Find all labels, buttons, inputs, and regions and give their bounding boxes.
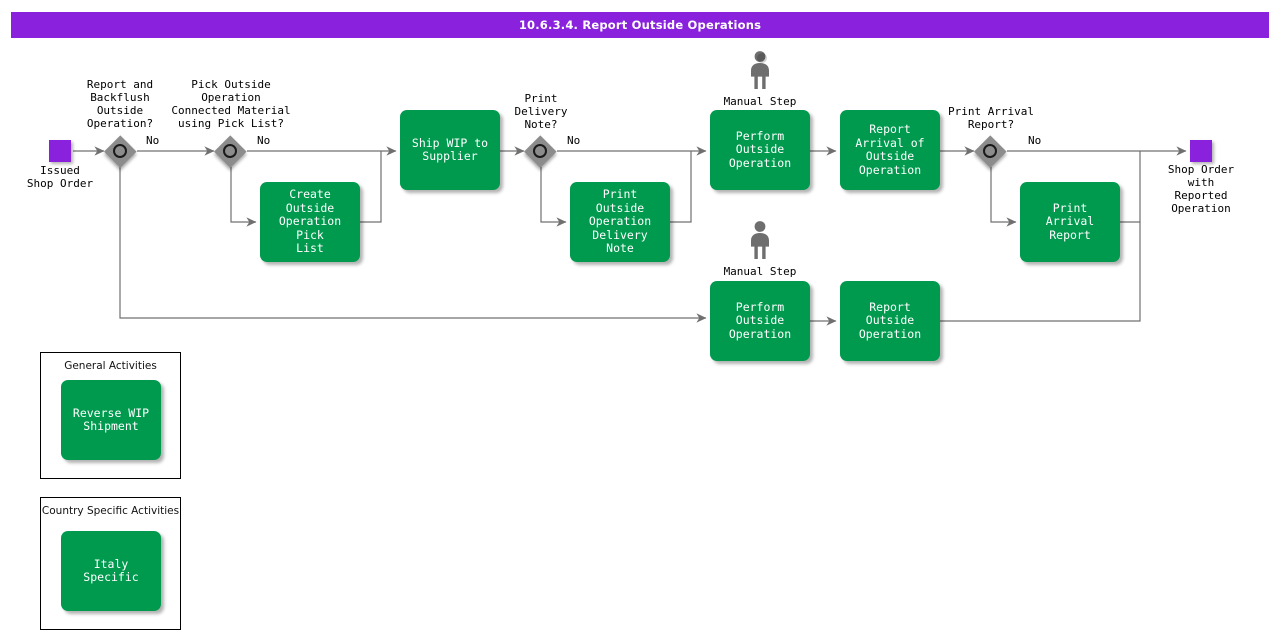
task-perform-outside-operation-bottom[interactable]: Perform Outside Operation — [710, 281, 810, 361]
end-event-label-line4: Operation — [1171, 202, 1231, 215]
task-line: Operation — [728, 326, 792, 341]
task-line: Operation — [588, 214, 652, 229]
page-title-bar: 10.6.3.4. Report Outside Operations — [11, 12, 1269, 38]
end-event-label: Shop Order with Reported Operation — [1145, 163, 1257, 215]
task-line: Operation — [858, 326, 922, 341]
legend-item-reverse-wip-shipment[interactable]: Reverse WIP Shipment — [61, 380, 161, 460]
task-line: Outside — [865, 149, 915, 163]
end-event-label-line1: Shop Order — [1167, 163, 1235, 176]
gateway-pick-outside-operation-question: Pick Outside Operation Connected Materia… — [160, 78, 302, 130]
task-line: Delivery Note — [592, 227, 648, 256]
start-event-label: Issued Shop Order — [10, 164, 110, 190]
manual-step-top-label: Manual Step — [723, 95, 797, 108]
gateway-1-edge-label-no: No — [146, 134, 160, 147]
manual-step-person-icon — [747, 50, 773, 90]
end-event-label-line3: Reported — [1174, 189, 1228, 202]
legend-general-activities-caption: General Activities — [64, 360, 157, 372]
gateway-print-delivery-note-question: Print Delivery Note? — [498, 92, 584, 131]
gateway-pick-outside-operation-connected-material[interactable] — [214, 135, 246, 167]
gw4-q-line1: Print Arrival — [947, 105, 1035, 118]
legend-item-line: Shipment — [83, 419, 139, 433]
gw2-q-line4: using Pick List? — [178, 117, 284, 130]
task-line: Print Arrival — [1045, 200, 1095, 229]
task-line: Operation — [858, 162, 922, 177]
task-print-arrival-report[interactable]: Print Arrival Report — [1020, 182, 1120, 262]
gateway-3-edge-label-no: No — [567, 134, 581, 147]
end-event-label-line2: with — [1187, 176, 1215, 189]
task-print-outside-operation-delivery-note[interactable]: Print Outside Operation Delivery Note — [570, 182, 670, 262]
task-report-outside-operation[interactable]: Report Outside Operation — [840, 281, 940, 361]
legend-country-specific-activities: Country Specific Activities Italy Specif… — [40, 497, 181, 630]
manual-step-person-icon — [747, 220, 773, 260]
gw2-q-line3: Connected Material — [171, 104, 291, 117]
gateway-2-edge-label-no: No — [257, 134, 271, 147]
task-line: Perform Outside — [735, 299, 785, 328]
gw1-q-line2: Backflush — [90, 91, 150, 104]
gw4-q-line2: Report? — [967, 118, 1015, 131]
task-line: Perform Outside — [735, 128, 785, 157]
gw1-q-line4: Operation? — [86, 117, 154, 130]
legend-country-specific-activities-caption: Country Specific Activities — [41, 505, 180, 517]
gw2-q-line1: Pick Outside — [191, 78, 271, 91]
gateway-ring-icon — [983, 144, 997, 158]
task-create-outside-operation-pick-list[interactable]: Create Outside Operation Pick List — [260, 182, 360, 262]
legend-item-line: Italy Specific — [83, 556, 139, 584]
task-line: List — [296, 241, 324, 256]
gateway-print-delivery-note[interactable] — [524, 135, 556, 167]
gw1-q-line3: Outside — [96, 104, 144, 117]
gw1-q-line1: Report and — [86, 78, 154, 91]
legend-item-italy-specific[interactable]: Italy Specific — [61, 531, 161, 611]
task-line: Print Outside — [595, 187, 645, 215]
gateway-report-backflush-question: Report and Backflush Outside Operation? — [59, 78, 181, 130]
gateway-ring-icon — [533, 144, 547, 158]
gateway-report-backflush-outside-operation[interactable] — [104, 135, 136, 167]
task-line: Operation — [728, 155, 792, 170]
gw3-q-line1: Print — [524, 92, 558, 105]
page-title: 10.6.3.4. Report Outside Operations — [518, 18, 762, 32]
task-report-arrival-of-outside-operation[interactable]: Report Arrival of Outside Operation — [840, 110, 940, 190]
task-line: Supplier — [422, 149, 478, 163]
gw2-q-line2: Operation — [201, 91, 261, 104]
task-line: Ship WIP to — [411, 135, 489, 150]
start-event-label-line2: Shop Order — [26, 177, 94, 190]
legend-item-line: Reverse WIP — [72, 405, 150, 420]
task-ship-wip-to-supplier[interactable]: Ship WIP to Supplier — [400, 110, 500, 190]
manual-step-bottom-label: Manual Step — [723, 265, 797, 278]
end-event-shop-order-with-reported-operation[interactable] — [1190, 140, 1212, 162]
task-line: Create Outside — [285, 187, 335, 215]
task-line: Report Outside — [865, 299, 915, 328]
gateway-ring-icon — [223, 144, 237, 158]
gateway-print-arrival-report[interactable] — [974, 135, 1006, 167]
start-event-label-line1: Issued — [40, 164, 80, 177]
task-line: Report Arrival of — [855, 122, 925, 150]
gateway-print-arrival-report-question: Print Arrival Report? — [928, 105, 1054, 131]
gw3-q-line2: Delivery — [514, 105, 568, 118]
gateway-4-edge-label-no: No — [1028, 134, 1042, 147]
task-perform-outside-operation-top[interactable]: Perform Outside Operation — [710, 110, 810, 190]
gw3-q-line3: Note? — [524, 118, 558, 131]
task-line: Operation Pick — [278, 214, 342, 242]
start-event-issued-shop-order[interactable] — [49, 140, 71, 162]
task-line: Report — [1049, 227, 1091, 242]
gateway-ring-icon — [113, 144, 127, 158]
legend-general-activities: General Activities Reverse WIP Shipment — [40, 352, 181, 479]
